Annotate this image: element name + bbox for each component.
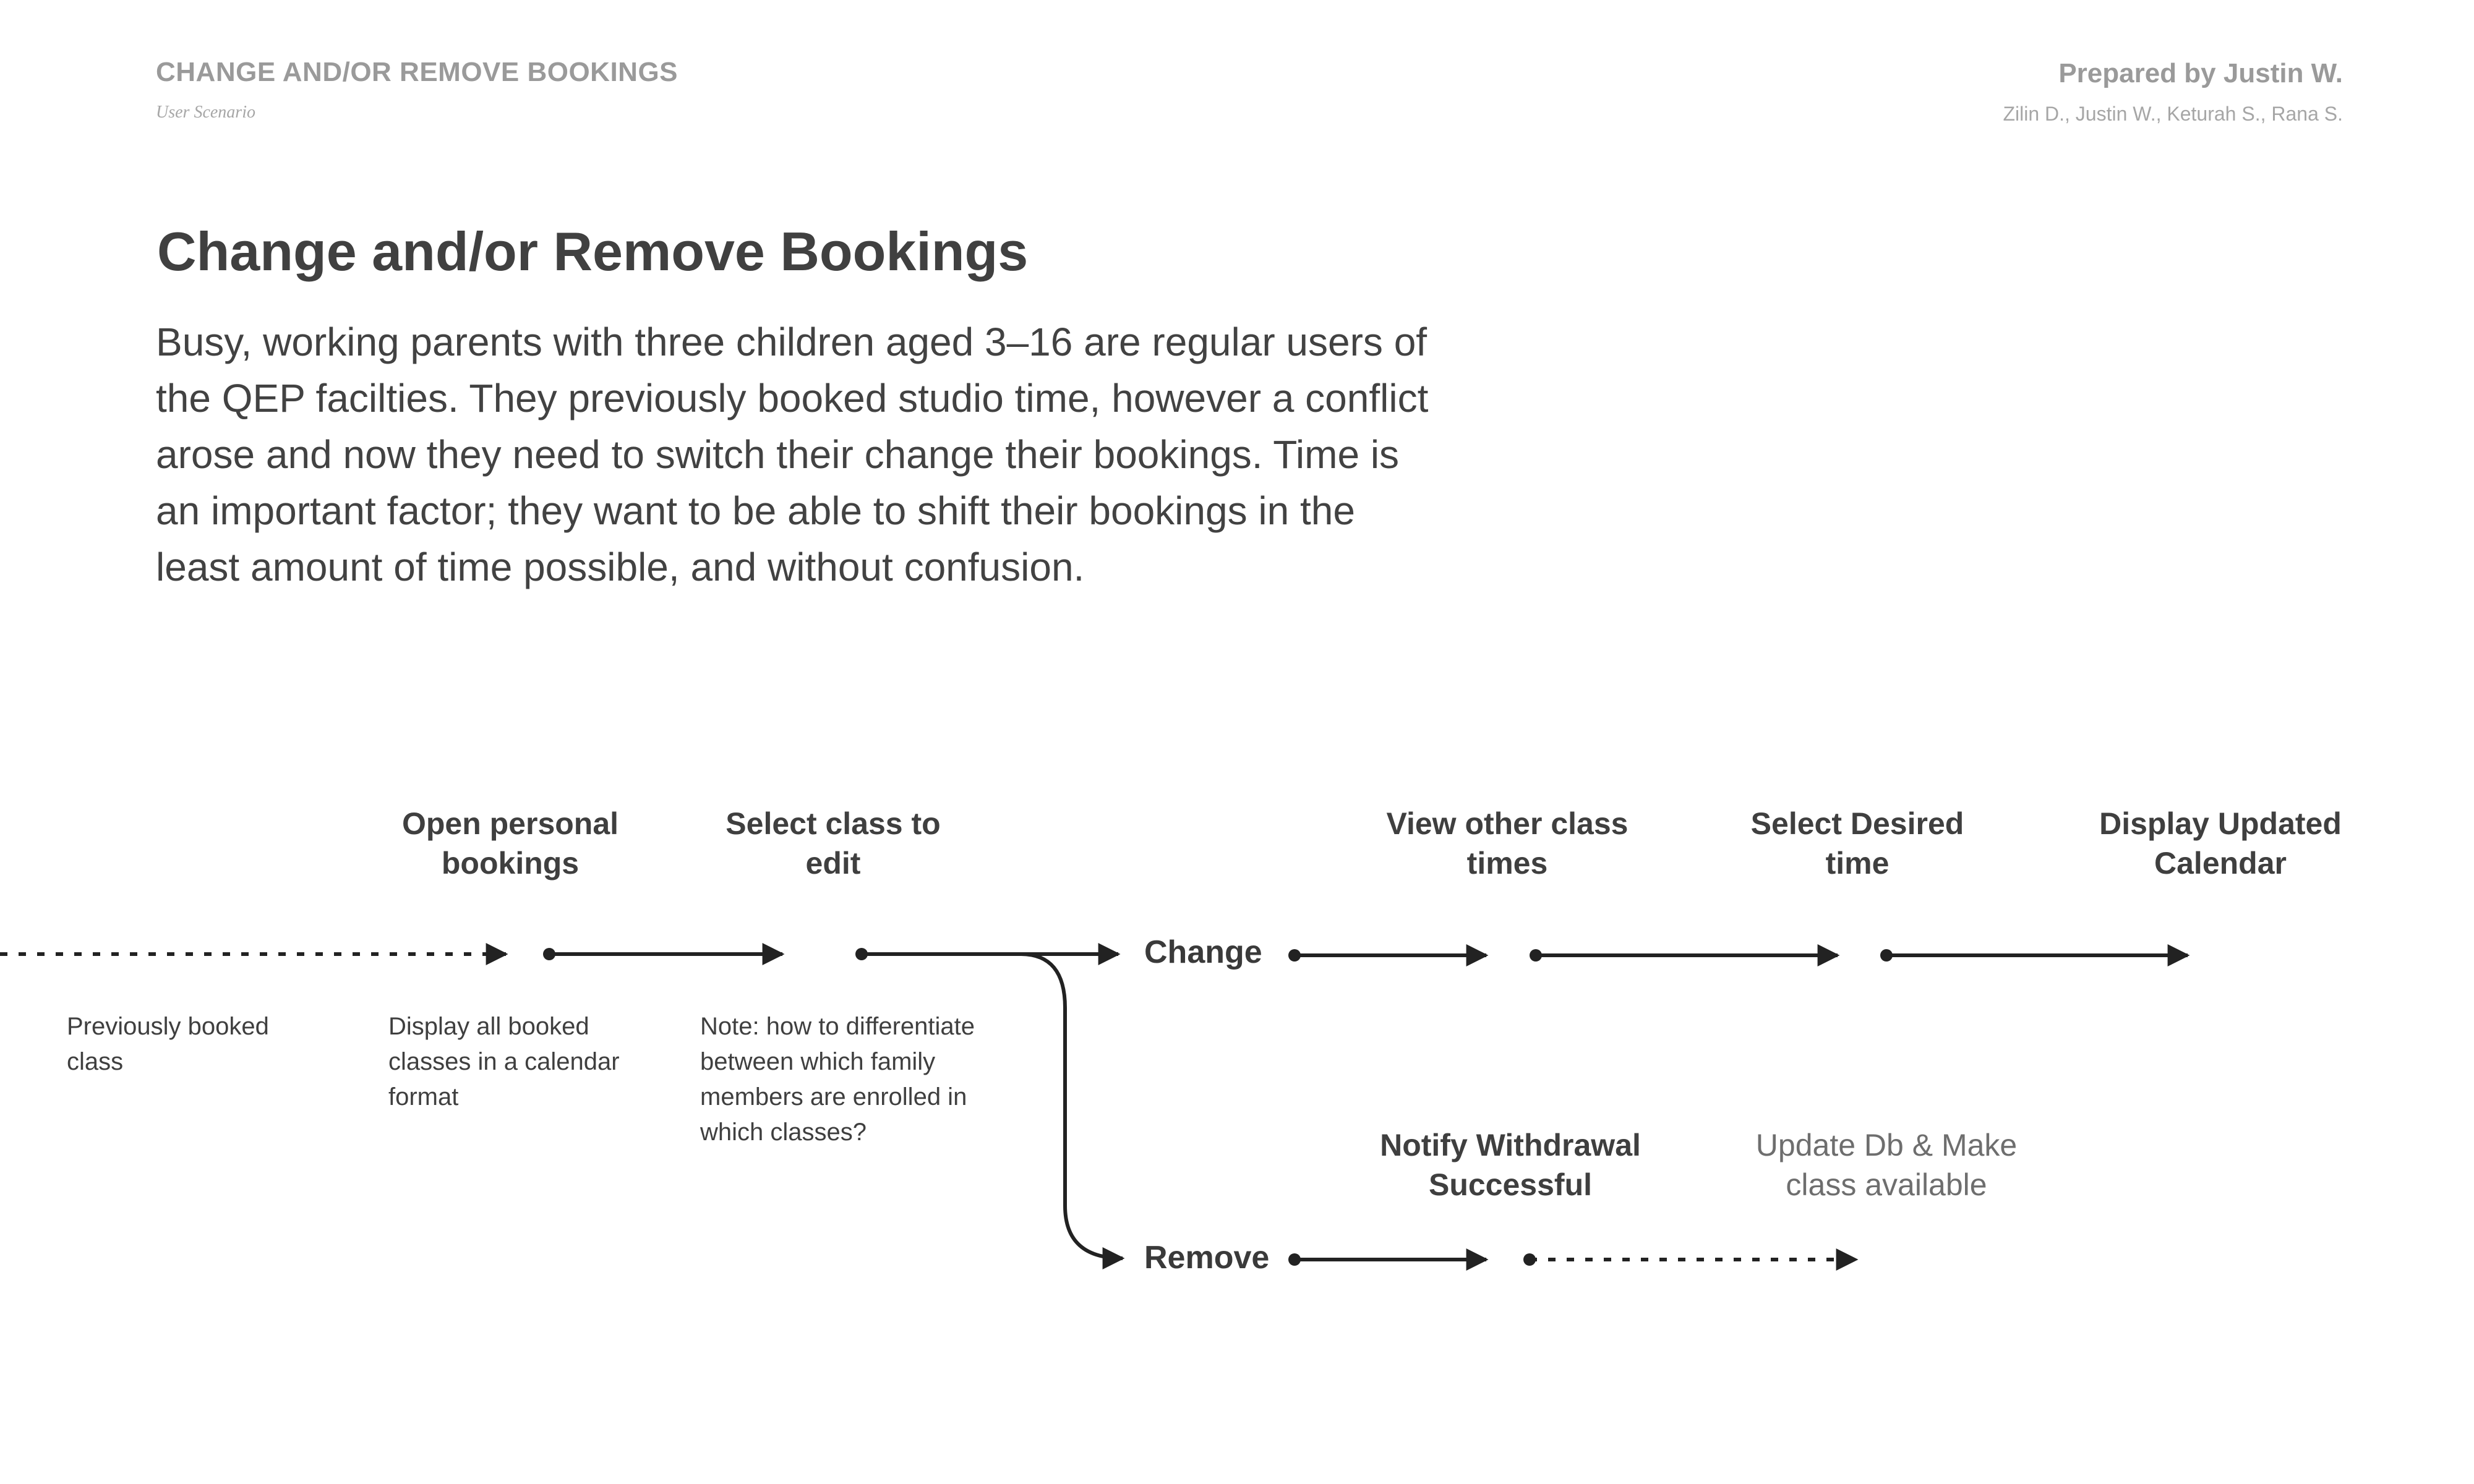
step-line: edit bbox=[805, 846, 861, 881]
document-type: User Scenario bbox=[156, 103, 255, 122]
node-remove bbox=[1288, 1253, 1301, 1266]
node-select-time bbox=[1880, 949, 1893, 962]
scenario-description: Busy, working parents with three childre… bbox=[156, 320, 1429, 589]
step-notify-withdrawal-successful: Notify Withdrawal Successful bbox=[1380, 1125, 1641, 1205]
step-line: Update Db & Make bbox=[1755, 1128, 2018, 1162]
step-line: Open personal bbox=[401, 806, 619, 841]
node-select-class bbox=[855, 948, 868, 960]
document-title: CHANGE AND/OR REMOVE BOOKINGS bbox=[156, 57, 678, 87]
step-line: class available bbox=[1786, 1167, 1987, 1202]
step-line: Select Desired bbox=[1750, 806, 1964, 841]
note-display-all-booked: Display all booked classes in a calendar… bbox=[388, 1009, 620, 1115]
step-line: Calendar bbox=[2154, 846, 2287, 881]
step-line: Notify Withdrawal bbox=[1380, 1128, 1641, 1162]
step-view-other-class-times: View other class times bbox=[1387, 804, 1629, 883]
node-open-bookings bbox=[543, 948, 555, 960]
step-line: bookings bbox=[441, 846, 580, 881]
step-select-class-to-edit: Select class to edit bbox=[726, 804, 940, 883]
branch-change: Change bbox=[1144, 934, 1262, 970]
step-line: Select class to bbox=[726, 806, 941, 841]
node-notify bbox=[1523, 1253, 1536, 1266]
node-view-times bbox=[1530, 949, 1542, 962]
page-title: Change and/or Remove Bookings bbox=[157, 221, 1029, 282]
prepared-by: Prepared by Justin W. bbox=[2058, 58, 2343, 88]
note-differentiate-family: Note: how to differentiate between which… bbox=[700, 1009, 975, 1150]
step-open-personal-bookings: Open personal bookings bbox=[402, 804, 618, 883]
step-update-db: Update Db & Make class available bbox=[1756, 1125, 2017, 1205]
step-line: Display Updated bbox=[2099, 806, 2342, 841]
team-members: Zilin D., Justin W., Keturah S., Rana S. bbox=[2003, 103, 2343, 125]
node-change bbox=[1288, 949, 1301, 962]
note-line: Note: how to differentiate bbox=[700, 1013, 975, 1040]
step-display-updated-calendar: Display Updated Calendar bbox=[2099, 804, 2342, 883]
note-line: which classes? bbox=[700, 1119, 867, 1146]
arrow-select-to-remove bbox=[1020, 952, 1125, 1269]
step-select-desired-time: Select Desired time bbox=[1751, 804, 1964, 883]
note-line: members are enrolled in bbox=[700, 1083, 967, 1111]
note-line: Previously booked bbox=[67, 1013, 269, 1040]
note-line: classes in a calendar bbox=[388, 1048, 620, 1075]
step-line: Successful bbox=[1428, 1167, 1592, 1202]
note-line: class bbox=[67, 1048, 124, 1075]
note-line: between which family bbox=[700, 1048, 936, 1075]
step-line: View other class bbox=[1386, 806, 1629, 841]
step-line: time bbox=[1825, 846, 1890, 881]
note-line: format bbox=[388, 1083, 459, 1111]
branch-remove: Remove bbox=[1144, 1240, 1270, 1276]
note-line: Display all booked bbox=[388, 1013, 589, 1040]
step-line: times bbox=[1466, 846, 1548, 881]
note-previously-booked: Previously booked class bbox=[67, 1009, 269, 1080]
